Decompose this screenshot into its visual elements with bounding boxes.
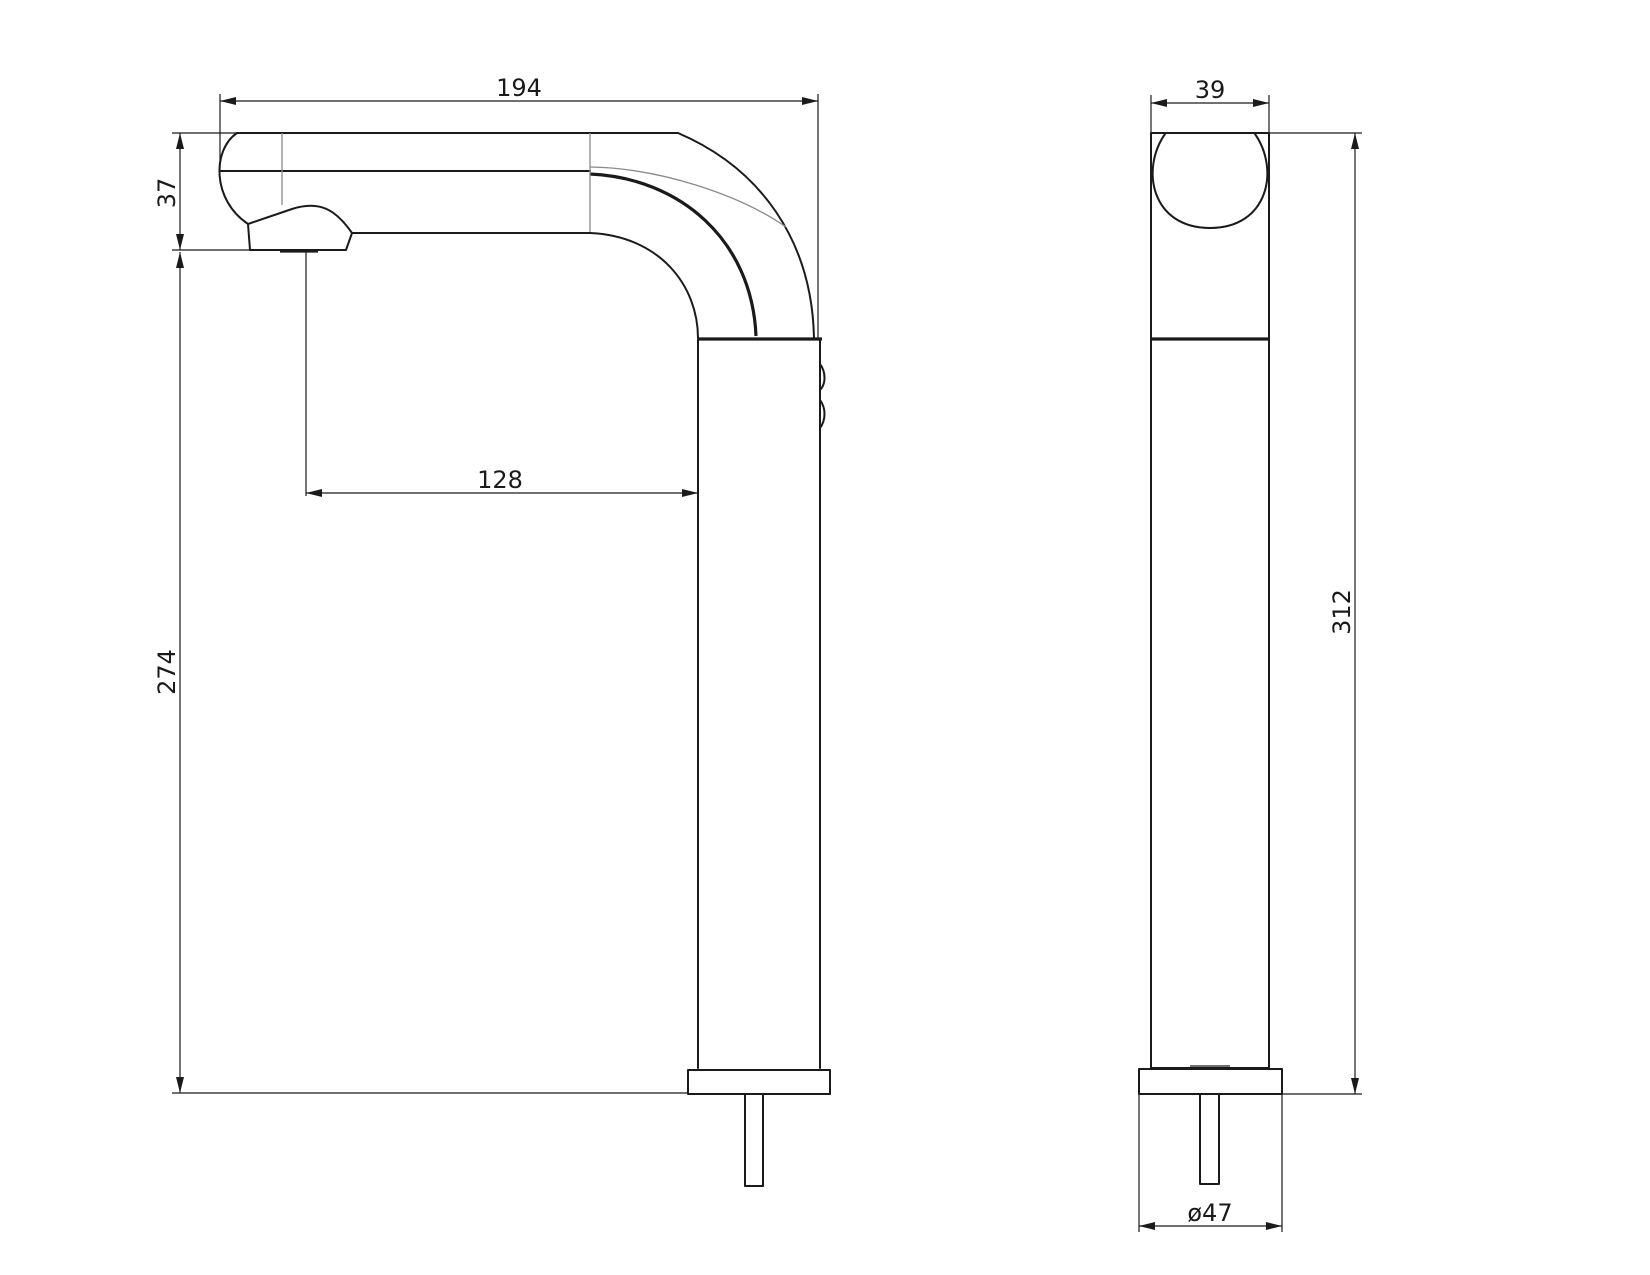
dim-label-overall-length: 194 — [496, 74, 542, 102]
end-view-supply-pipe — [1199, 1093, 1220, 1185]
body-side-notch-bottom — [819, 399, 826, 429]
dim-label-side-depth: 39 — [1195, 76, 1226, 104]
dimension-194: 194 — [219, 74, 819, 338]
spout-bend-lower — [589, 232, 699, 339]
base-plate — [687, 1069, 831, 1095]
end-view — [1138, 132, 1283, 1185]
dimension-312: 312 — [1269, 132, 1362, 1095]
spout-highlight — [589, 166, 787, 228]
aerator-outlet — [247, 204, 353, 251]
dimension-274: 274 — [153, 252, 688, 1094]
body-side-notch-top — [819, 363, 826, 391]
dimension-37: 37 — [153, 132, 250, 251]
dim-label-spout-reach: 128 — [477, 466, 523, 494]
end-view-spout-circle — [1151, 133, 1269, 229]
dim-label-base-diameter: ø47 — [1187, 1199, 1232, 1227]
spout-front-end — [218, 132, 249, 225]
supply-pipe — [744, 1093, 764, 1187]
dimension-39: 39 — [1150, 76, 1270, 133]
dim-label-spout-height: 37 — [153, 178, 181, 209]
dim-label-outlet-height: 274 — [153, 649, 181, 695]
end-view-base-plate — [1138, 1068, 1283, 1095]
spout-bend-inner-dark — [589, 172, 758, 337]
dimension-47: ø47 — [1138, 1094, 1283, 1232]
front-view — [218, 132, 831, 1187]
dim-label-total-height: 312 — [1328, 589, 1356, 635]
spout-bend-outer — [677, 132, 815, 339]
end-view-body — [1150, 132, 1270, 1069]
dimension-128: 128 — [305, 252, 698, 497]
